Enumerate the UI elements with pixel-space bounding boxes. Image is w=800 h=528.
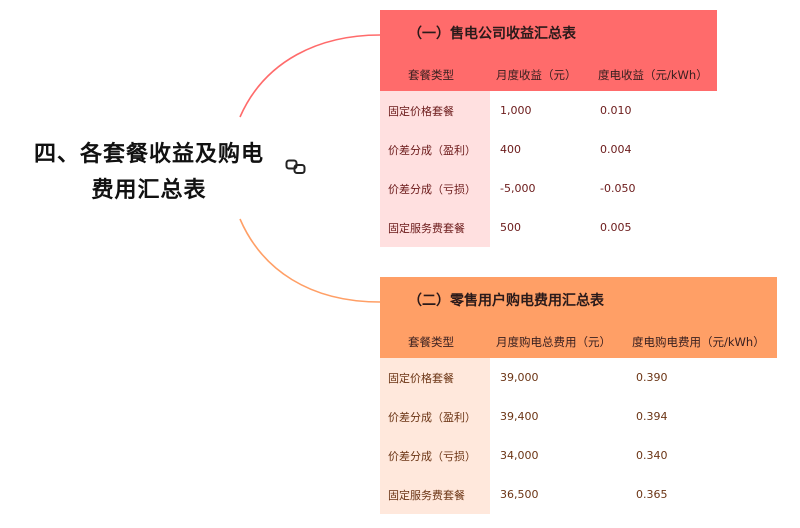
row-per-kwh: -0.050 <box>600 182 636 195</box>
table-header: （二）零售用户购电费用汇总表 套餐类型 月度购电总费用（元） 度电购电费用（元/… <box>380 277 777 358</box>
table-retail-cost: （二）零售用户购电费用汇总表 套餐类型 月度购电总费用（元） 度电购电费用（元/… <box>380 277 777 514</box>
row-per-kwh: 0.340 <box>636 449 668 462</box>
connector-to-table2 <box>239 218 381 303</box>
row-per-kwh: 0.004 <box>600 143 632 156</box>
table-row: 价差分成（盈利） 400 0.004 <box>380 130 717 169</box>
row-monthly: 500 <box>500 221 521 234</box>
row-monthly: 400 <box>500 143 521 156</box>
row-type: 价差分成（盈利） <box>380 397 490 436</box>
row-per-kwh: 0.005 <box>600 221 632 234</box>
row-monthly: 36,500 <box>500 488 539 501</box>
row-type: 价差分成（盈利） <box>380 130 490 169</box>
root-title-line1: 四、各套餐收益及购电 <box>33 142 264 167</box>
table-column-headers: 套餐类型 月度购电总费用（元） 度电购电费用（元/kWh） <box>380 325 777 358</box>
table-row: 价差分成（盈利） 39,400 0.394 <box>380 397 777 436</box>
row-monthly: 39,400 <box>500 410 539 423</box>
table-body: 固定价格套餐 39,000 0.390 价差分成（盈利） 39,400 0.39… <box>380 358 777 514</box>
connector-to-table1 <box>239 34 381 118</box>
table-header: （一）售电公司收益汇总表 套餐类型 月度收益（元） 度电收益（元/kWh） <box>380 10 717 91</box>
row-monthly: 39,000 <box>500 371 539 384</box>
table-row: 价差分成（亏损） -5,000 -0.050 <box>380 169 717 208</box>
row-type: 固定价格套餐 <box>380 91 490 130</box>
table-row: 固定服务费套餐 500 0.005 <box>380 208 717 247</box>
table-row: 固定价格套餐 39,000 0.390 <box>380 358 777 397</box>
table-title: （二）零售用户购电费用汇总表 <box>408 293 604 309</box>
table-row: 固定服务费套餐 36,500 0.365 <box>380 475 777 514</box>
column-header-monthly: 月度收益（元） <box>496 67 577 82</box>
row-monthly: 1,000 <box>500 104 532 117</box>
link-icon[interactable] <box>285 159 307 175</box>
row-per-kwh: 0.390 <box>636 371 668 384</box>
row-type: 固定价格套餐 <box>380 358 490 397</box>
table-row: 固定价格套餐 1,000 0.010 <box>380 91 717 130</box>
root-title-line2: 费用汇总表 <box>91 178 207 203</box>
row-type: 价差分成（亏损） <box>380 169 490 208</box>
row-per-kwh: 0.365 <box>636 488 668 501</box>
row-type: 固定服务费套餐 <box>380 475 490 514</box>
table-title: （一）售电公司收益汇总表 <box>408 26 576 42</box>
column-header-type: 套餐类型 <box>408 334 454 349</box>
row-type: 价差分成（亏损） <box>380 436 490 475</box>
table-seller-revenue: （一）售电公司收益汇总表 套餐类型 月度收益（元） 度电收益（元/kWh） 固定… <box>380 10 717 247</box>
root-topic[interactable]: 四、各套餐收益及购电 费用汇总表 <box>14 137 284 209</box>
row-per-kwh: 0.394 <box>636 410 668 423</box>
column-header-monthly: 月度购电总费用（元） <box>496 334 611 349</box>
table-column-headers: 套餐类型 月度收益（元） 度电收益（元/kWh） <box>380 58 717 91</box>
row-monthly: -5,000 <box>500 182 536 195</box>
table-row: 价差分成（亏损） 34,000 0.340 <box>380 436 777 475</box>
row-type: 固定服务费套餐 <box>380 208 490 247</box>
row-per-kwh: 0.010 <box>600 104 632 117</box>
column-header-type: 套餐类型 <box>408 67 454 82</box>
table-body: 固定价格套餐 1,000 0.010 价差分成（盈利） 400 0.004 价差… <box>380 91 717 247</box>
column-header-per-kwh: 度电收益（元/kWh） <box>598 67 708 82</box>
row-monthly: 34,000 <box>500 449 539 462</box>
column-header-per-kwh: 度电购电费用（元/kWh） <box>632 334 765 349</box>
